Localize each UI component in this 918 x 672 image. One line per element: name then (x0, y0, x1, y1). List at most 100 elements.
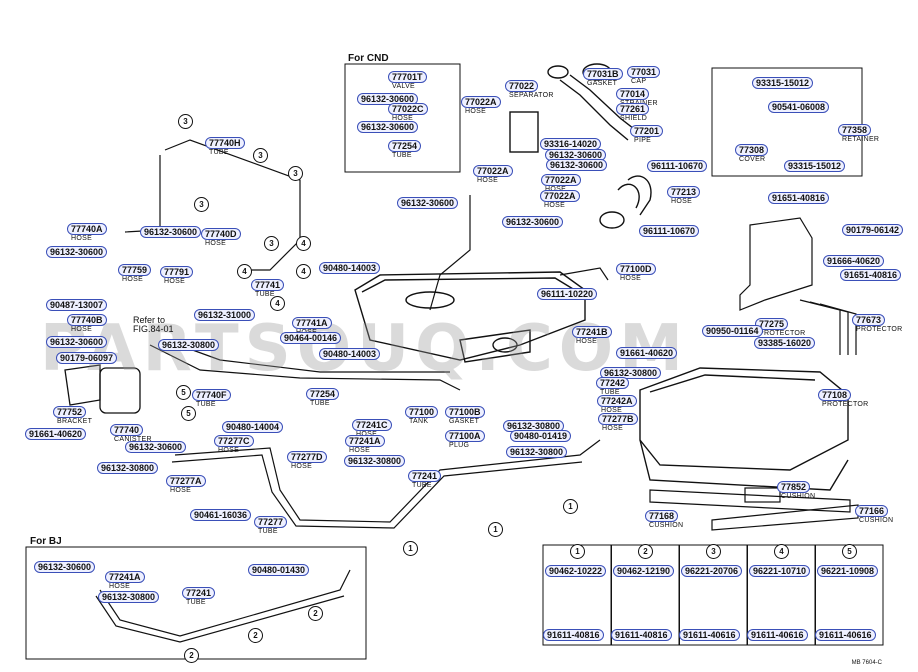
part-number-link[interactable]: 90541-06008 (768, 101, 830, 113)
part-number-link[interactable]: 77277A (166, 475, 206, 487)
part-number-link[interactable]: 77166 (855, 505, 889, 517)
part-number-link[interactable]: 90464-00146 (280, 332, 342, 344)
part-number-link[interactable]: 77031 (627, 66, 661, 78)
legend-top-part[interactable]: 96221-10710 (749, 565, 811, 577)
part-number-link[interactable]: 96132-31000 (194, 309, 256, 321)
part-number-link[interactable]: 77031B (583, 68, 623, 80)
part-number-link[interactable]: 77740H (205, 137, 245, 149)
part-number-link[interactable]: 77358 (838, 124, 872, 136)
part-number-link[interactable]: 77277 (254, 516, 288, 528)
legend-bottom-part[interactable]: 91611-40616 (815, 629, 876, 641)
part-number-link[interactable]: 91661-40620 (25, 428, 87, 440)
part-number-link[interactable]: 96132-30800 (600, 367, 662, 379)
legend-top-part[interactable]: 96221-10908 (817, 565, 879, 577)
part-number-link[interactable]: 96111-10670 (647, 160, 708, 172)
part-number-link[interactable]: 93385-16020 (754, 337, 816, 349)
part-number-link[interactable]: 96132-30800 (98, 591, 160, 603)
part-number-link[interactable]: 96132-30600 (125, 441, 187, 453)
part-number-link[interactable]: 96132-30600 (34, 561, 96, 573)
part-number-link[interactable]: 96132-30600 (357, 121, 419, 133)
part-number-link[interactable]: 90950-01164 (702, 325, 763, 337)
part-number-link[interactable]: 96132-30800 (97, 462, 159, 474)
part-number-link[interactable]: 77201 (630, 125, 664, 137)
part-number-link[interactable]: 96111-10220 (537, 288, 598, 300)
legend-bottom-part[interactable]: 91611-40616 (747, 629, 808, 641)
part-number-link[interactable]: 77254 (306, 388, 340, 400)
part-number-link[interactable]: 77261 (616, 103, 650, 115)
part-number-link[interactable]: 96132-30600 (140, 226, 202, 238)
part-number-link[interactable]: 77752 (53, 406, 87, 418)
part-number-link[interactable]: 77741 (251, 279, 285, 291)
part-number-link[interactable]: 77100A (445, 430, 485, 442)
part-number-link[interactable]: 77213 (667, 186, 701, 198)
part-number-link[interactable]: 77100 (405, 406, 439, 418)
part-number-link[interactable]: 96132-30800 (158, 339, 220, 351)
part-number-link[interactable]: 77308 (735, 144, 769, 156)
part-number-link[interactable]: 77168 (645, 510, 679, 522)
part-number-link[interactable]: 91651-40816 (840, 269, 902, 281)
part-number-link[interactable]: 91651-40816 (768, 192, 830, 204)
part-number-link[interactable]: 77241A (345, 435, 385, 447)
part-number-link[interactable]: 77791 (160, 266, 194, 278)
part-number-link[interactable]: 77022A (473, 165, 513, 177)
legend-top-part[interactable]: 90462-10222 (545, 565, 607, 577)
part-number-link[interactable]: 77254 (388, 140, 422, 152)
part-number-link[interactable]: 77740 (110, 424, 144, 436)
part-number-link[interactable]: 77852 (777, 481, 811, 493)
part-number-link[interactable]: 90480-14003 (319, 348, 381, 360)
part-number-link[interactable]: 96132-30600 (502, 216, 564, 228)
part-number-link[interactable]: 77241B (572, 326, 612, 338)
part-number-link[interactable]: 90480-01419 (510, 430, 572, 442)
part-number-link[interactable]: 96132-30600 (46, 246, 108, 258)
part-number-link[interactable]: 96132-30800 (344, 455, 406, 467)
part-number-link[interactable]: 96132-30600 (46, 336, 108, 348)
part-number-link[interactable]: 77241C (352, 419, 392, 431)
part-number-link[interactable]: 90480-14003 (319, 262, 381, 274)
part-number-link[interactable]: 77242 (596, 377, 630, 389)
legend-top-part[interactable]: 96221-20706 (681, 565, 743, 577)
legend-bottom-part[interactable]: 91611-40816 (611, 629, 672, 641)
part-number-link[interactable]: 90461-16036 (190, 509, 252, 521)
part-number-link[interactable]: 96111-10670 (639, 225, 700, 237)
legend-bottom-part[interactable]: 91611-40616 (679, 629, 740, 641)
part-number-link[interactable]: 77740F (192, 389, 231, 401)
part-number-link[interactable]: 77022A (461, 96, 501, 108)
part-number-link[interactable]: 90179-06097 (56, 352, 118, 364)
part-number-link[interactable]: 96132-30600 (397, 197, 459, 209)
part-number-link[interactable]: 77014 (616, 88, 650, 100)
part-number-link[interactable]: 77759 (118, 264, 152, 276)
part-number-link[interactable]: 77275 (755, 318, 789, 330)
part-number-link[interactable]: 91661-40620 (616, 347, 678, 359)
part-number-link[interactable]: 77022A (541, 174, 581, 186)
part-number-link[interactable]: 96132-30800 (506, 446, 568, 458)
part-number-link[interactable]: 90487-13007 (46, 299, 108, 311)
legend-bottom-part[interactable]: 91611-40816 (543, 629, 604, 641)
part-number-link[interactable]: 96132-30600 (546, 159, 608, 171)
part-number-link[interactable]: 77022 (505, 80, 539, 92)
part-number-link[interactable]: 90480-01430 (248, 564, 310, 576)
part-number-link[interactable]: 77277B (598, 413, 638, 425)
part-number-link[interactable]: 77277D (287, 451, 327, 463)
part-number-link[interactable]: 91666-40620 (823, 255, 885, 267)
part-number-link[interactable]: 77022C (388, 103, 428, 115)
part-number-link[interactable]: 96132-30600 (357, 93, 419, 105)
part-number-link[interactable]: 93315-15012 (784, 160, 846, 172)
part-number-link[interactable]: 77100B (445, 406, 485, 418)
part-number-link[interactable]: 77241 (182, 587, 216, 599)
part-number-link[interactable]: 77741A (292, 317, 332, 329)
part-number-link[interactable]: 90480-14004 (222, 421, 284, 433)
part-number-link[interactable]: 90179-06142 (842, 224, 904, 236)
part-number-link[interactable]: 77242A (597, 395, 637, 407)
part-number-link[interactable]: 77740D (201, 228, 241, 240)
part-number-link[interactable]: 77673 (852, 314, 886, 326)
part-number-link[interactable]: 77241 (408, 470, 442, 482)
part-number-link[interactable]: 77108 (818, 389, 852, 401)
part-number-link[interactable]: 93315-15012 (752, 77, 814, 89)
part-number-link[interactable]: 77740B (67, 314, 107, 326)
part-number-link[interactable]: 77740A (67, 223, 107, 235)
part-number-link[interactable]: 77100D (616, 263, 656, 275)
part-number-link[interactable]: 77277C (214, 435, 254, 447)
legend-top-part[interactable]: 90462-12190 (613, 565, 675, 577)
part-number-link[interactable]: 77701T (388, 71, 427, 83)
part-number-link[interactable]: 77022A (540, 190, 580, 202)
